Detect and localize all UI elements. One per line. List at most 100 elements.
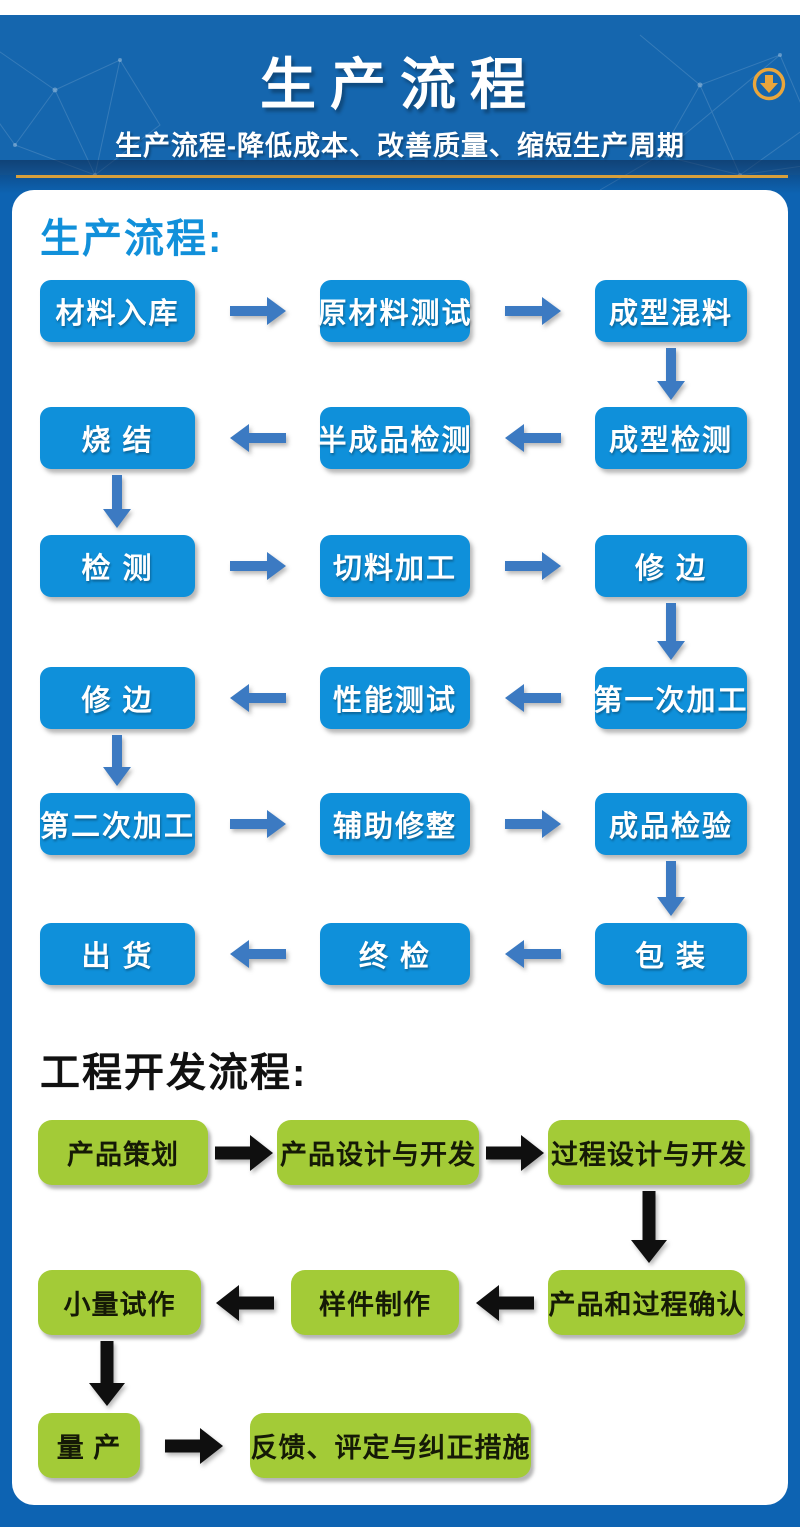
flow-step: 反馈、评定与纠正措施 — [250, 1413, 531, 1478]
flow-step: 小量试作 — [38, 1270, 201, 1335]
flow-step: 量 产 — [38, 1413, 140, 1478]
engineering-flow-heading: 工程开发流程: — [40, 1051, 308, 1095]
arrow-shaft — [666, 861, 676, 899]
arrow-shaft — [215, 1146, 252, 1159]
arrow-shaft — [230, 306, 269, 316]
arrow-shaft — [505, 306, 544, 316]
arrow-head — [103, 509, 131, 528]
flow-step: 性能测试 — [320, 667, 470, 729]
arrow-right-icon — [165, 1427, 223, 1465]
flow-step: 产品和过程确认 — [548, 1270, 745, 1335]
arrow-down-icon — [656, 348, 686, 400]
arrow-head — [505, 684, 524, 712]
arrow-down-icon — [102, 735, 132, 786]
flow-step: 包 装 — [595, 923, 747, 985]
arrow-shaft — [497, 1296, 534, 1309]
flow-step: 成品检验 — [595, 793, 747, 855]
arrow-right-icon — [215, 1134, 273, 1172]
arrow-right-icon — [230, 809, 286, 839]
arrow-shaft — [112, 475, 122, 511]
flow-step: 终 检 — [320, 923, 470, 985]
arrow-head — [542, 810, 561, 838]
arrow-shaft — [505, 819, 544, 829]
arrow-shaft — [666, 603, 676, 643]
arrow-head — [230, 424, 249, 452]
flow-step: 成型混料 — [595, 280, 747, 342]
arrow-head — [657, 641, 685, 660]
arrow-right-icon — [505, 296, 561, 326]
arrow-left-icon — [505, 939, 561, 969]
page-title: 生产流程 — [260, 53, 540, 116]
arrow-left-icon — [216, 1284, 274, 1322]
arrow-shaft — [165, 1439, 202, 1452]
arrow-head — [657, 381, 685, 400]
arrow-shaft — [100, 1341, 114, 1385]
gold-divider — [16, 175, 788, 178]
arrow-shaft — [247, 949, 286, 959]
page-subtitle: 生产流程-降低成本、改善质量、缩短生产周期 — [115, 131, 685, 161]
flow-step: 修 边 — [40, 667, 195, 729]
circle-arrow-down-icon[interactable] — [751, 66, 787, 102]
arrow-left-icon — [505, 683, 561, 713]
arrow-shaft — [237, 1296, 274, 1309]
arrow-head — [505, 940, 524, 968]
arrow-right-icon — [230, 296, 286, 326]
arrow-head — [505, 424, 524, 452]
flow-step: 样件制作 — [291, 1270, 459, 1335]
flow-step: 原材料测试 — [318, 280, 471, 342]
flow-step: 材料入库 — [40, 280, 195, 342]
arrow-right-icon — [505, 551, 561, 581]
arrow-right-icon — [230, 551, 286, 581]
arrow-head — [657, 897, 685, 916]
arrow-head — [521, 1134, 544, 1171]
arrow-shaft — [112, 735, 122, 769]
arrow-head — [216, 1284, 239, 1321]
flow-step: 过程设计与开发 — [548, 1120, 750, 1185]
arrow-head — [542, 552, 561, 580]
arrow-shaft — [505, 561, 544, 571]
arrow-left-icon — [230, 423, 286, 453]
arrow-shaft — [247, 433, 286, 443]
arrow-head — [250, 1134, 273, 1171]
arrow-head — [89, 1383, 125, 1406]
arrow-head — [267, 297, 286, 325]
flow-step: 辅助修整 — [320, 793, 470, 855]
arrow-shaft — [486, 1146, 523, 1159]
flow-step: 修 边 — [595, 535, 747, 597]
flow-step: 产品策划 — [38, 1120, 208, 1185]
arrow-left-icon — [476, 1284, 534, 1322]
arrow-left-icon — [505, 423, 561, 453]
production-flow-heading: 生产流程: — [40, 217, 224, 261]
flow-step: 第二次加工 — [40, 793, 195, 855]
arrow-right-icon — [486, 1134, 544, 1172]
arrow-shaft — [642, 1191, 656, 1242]
header-banner — [0, 15, 800, 175]
flow-step: 成型检测 — [595, 407, 747, 469]
arrow-shaft — [230, 819, 269, 829]
flow-step: 出 货 — [40, 923, 195, 985]
arrow-head — [267, 810, 286, 838]
arrow-down-icon — [656, 603, 686, 660]
arrow-head — [267, 552, 286, 580]
arrow-shaft — [247, 693, 286, 703]
arrow-down-icon — [656, 861, 686, 916]
arrow-shaft — [522, 433, 561, 443]
arrow-head — [542, 297, 561, 325]
arrow-right-icon — [505, 809, 561, 839]
arrow-shaft — [522, 693, 561, 703]
arrow-down-icon — [631, 1191, 667, 1263]
flow-step: 产品设计与开发 — [277, 1120, 479, 1185]
arrow-head — [631, 1240, 667, 1263]
arrow-left-icon — [230, 939, 286, 969]
arrow-head — [230, 684, 249, 712]
arrow-head — [200, 1427, 223, 1464]
arrow-shaft — [666, 348, 676, 383]
arrow-down-icon — [102, 475, 132, 528]
content-card: 生产流程: 材料入库原材料测试成型混料烧 结半成品检测成型检测检 测切料加工修 … — [12, 190, 788, 1505]
top-white-strip — [0, 0, 800, 15]
flow-step: 半成品检测 — [318, 407, 471, 469]
flow-step: 烧 结 — [40, 407, 195, 469]
arrow-left-icon — [230, 683, 286, 713]
arrow-head — [103, 767, 131, 786]
